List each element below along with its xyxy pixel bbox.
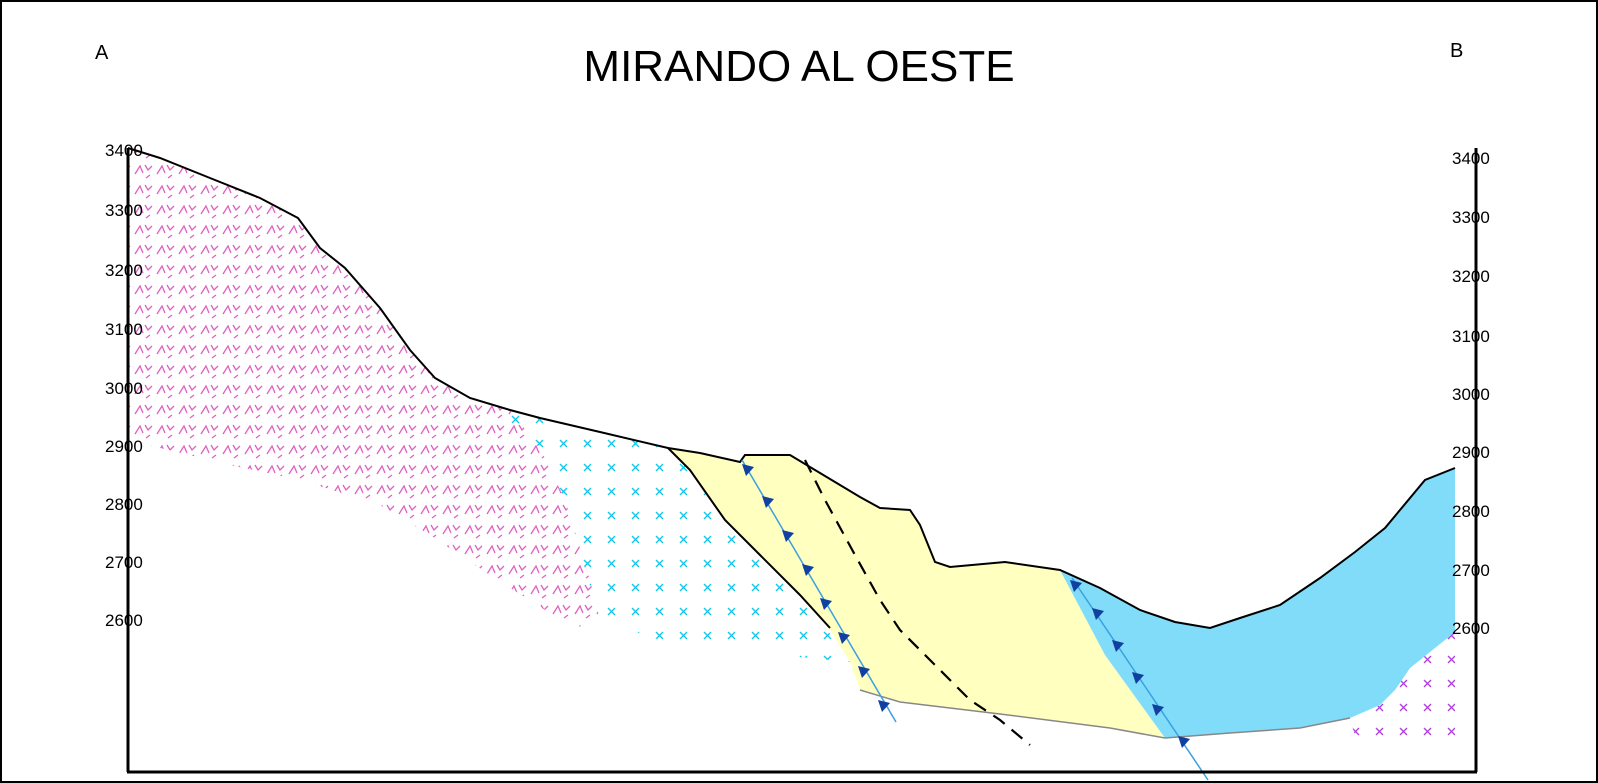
left-axis-tick: 2600 bbox=[105, 611, 143, 630]
section-title: MIRANDO AL OESTE bbox=[583, 42, 1015, 91]
left-axis-tick: 2900 bbox=[105, 437, 143, 456]
inferred-fault bbox=[804, 459, 1031, 746]
right-axis-tick: 2600 bbox=[1452, 619, 1490, 638]
sediment-unit bbox=[668, 448, 1165, 738]
topographic-profile bbox=[127, 147, 1456, 630]
left-axis-tick: 3200 bbox=[105, 261, 143, 280]
thrust-fault-east bbox=[1070, 577, 1209, 781]
right-axis-tick: 2800 bbox=[1452, 502, 1490, 521]
intrusive-unit bbox=[500, 412, 850, 662]
basin-unit bbox=[1060, 468, 1455, 738]
black-contact bbox=[667, 447, 831, 629]
purple-cross-unit bbox=[1350, 632, 1455, 750]
right-axis-tick: 2900 bbox=[1452, 443, 1490, 462]
left-axis-tick: 2700 bbox=[105, 553, 143, 572]
right-axis-tick: 3300 bbox=[1452, 208, 1490, 227]
right-axis-tick: 3100 bbox=[1452, 327, 1490, 346]
left-axis-tick: 3300 bbox=[105, 201, 143, 220]
thrust-fault-west bbox=[741, 459, 897, 723]
left-axis-tick: 3400 bbox=[105, 141, 143, 160]
section-end-b: B bbox=[1450, 40, 1464, 62]
volcanic-unit bbox=[128, 148, 600, 628]
left-axis-tick: 2800 bbox=[105, 495, 143, 514]
right-axis-tick: 3000 bbox=[1452, 385, 1490, 404]
left-axis-tick: 3000 bbox=[105, 379, 143, 398]
right-axis-tick: 2700 bbox=[1452, 561, 1490, 580]
section-end-a: A bbox=[95, 42, 109, 64]
right-axis-tick: 3200 bbox=[1452, 267, 1490, 286]
basal-contact bbox=[859, 689, 1351, 739]
left-axis-tick: 3100 bbox=[105, 320, 143, 339]
right-axis-tick: 3400 bbox=[1452, 149, 1490, 168]
